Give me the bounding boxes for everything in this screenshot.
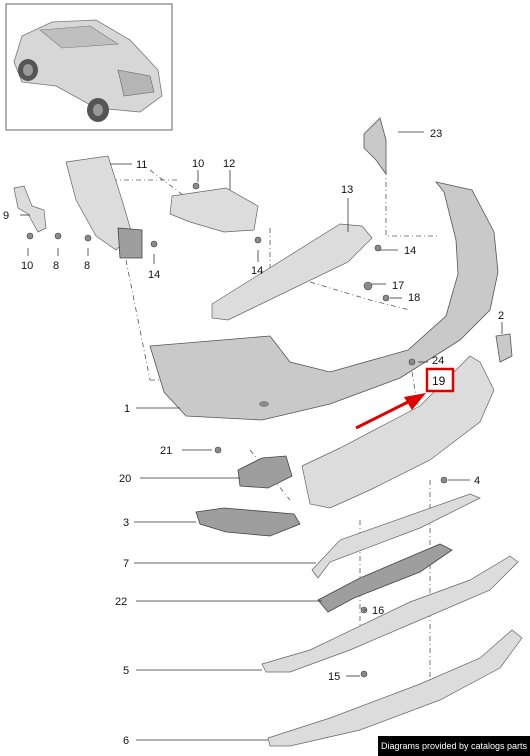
part-6-diffuser bbox=[267, 629, 523, 747]
callout-5: 5 bbox=[123, 665, 129, 677]
footer-credit: Diagrams provided by catalogs parts bbox=[378, 736, 530, 756]
callout-4: 4 bbox=[474, 475, 480, 487]
callout-10-top: 10 bbox=[192, 158, 204, 170]
callout-20: 20 bbox=[119, 473, 131, 485]
callout-3: 3 bbox=[123, 517, 129, 529]
callout-1: 1 bbox=[124, 403, 130, 415]
part-11-clip bbox=[117, 227, 143, 259]
callout-8-mid: 8 bbox=[84, 260, 90, 272]
callout-17: 17 bbox=[392, 280, 404, 292]
callout-7: 7 bbox=[123, 558, 129, 570]
part-20-bracket bbox=[237, 455, 293, 489]
callout-18: 18 bbox=[408, 292, 420, 304]
callout-12: 12 bbox=[223, 158, 235, 170]
callout-19: 19 bbox=[432, 374, 446, 388]
callout-labels: 11 10 12 9 10 8 8 14 14 13 14 17 18 23 2… bbox=[3, 128, 504, 747]
part-7-strip bbox=[311, 493, 481, 579]
red-arrow-icon bbox=[355, 393, 426, 430]
callout-11: 11 bbox=[136, 159, 147, 171]
callout-14-mid: 14 bbox=[251, 265, 263, 277]
callout-6: 6 bbox=[123, 735, 129, 747]
part-5-diffuser bbox=[261, 555, 519, 673]
fasteners bbox=[26, 182, 448, 678]
part-22-spoiler bbox=[317, 543, 453, 613]
callout-8-left: 8 bbox=[53, 260, 59, 272]
highlight-box bbox=[425, 367, 455, 393]
part-9-bracket bbox=[13, 185, 47, 233]
highlight-callout-19[interactable]: 19 bbox=[425, 367, 455, 393]
callout-14-right: 14 bbox=[404, 245, 416, 257]
callout-15: 15 bbox=[328, 671, 340, 683]
callout-2: 2 bbox=[498, 310, 504, 322]
part-23-trim bbox=[363, 117, 387, 176]
callout-22: 22 bbox=[115, 596, 127, 608]
callout-23: 23 bbox=[430, 128, 442, 140]
part-19-carrier bbox=[301, 355, 495, 509]
callout-9: 9 bbox=[3, 210, 9, 222]
part-3-trim bbox=[195, 507, 301, 537]
callout-10-left: 10 bbox=[21, 260, 33, 272]
part-12-bracket bbox=[169, 187, 259, 233]
part-2-end-cap bbox=[495, 333, 513, 363]
callout-16: 16 bbox=[372, 605, 384, 617]
part-13-reinforcement bbox=[211, 223, 373, 321]
vehicle-thumbnail bbox=[5, 3, 173, 131]
leader-lines bbox=[20, 131, 503, 741]
callout-24: 24 bbox=[432, 355, 444, 367]
callout-13: 13 bbox=[341, 184, 353, 196]
callout-21: 21 bbox=[160, 445, 172, 457]
callout-14-left: 14 bbox=[148, 269, 160, 281]
